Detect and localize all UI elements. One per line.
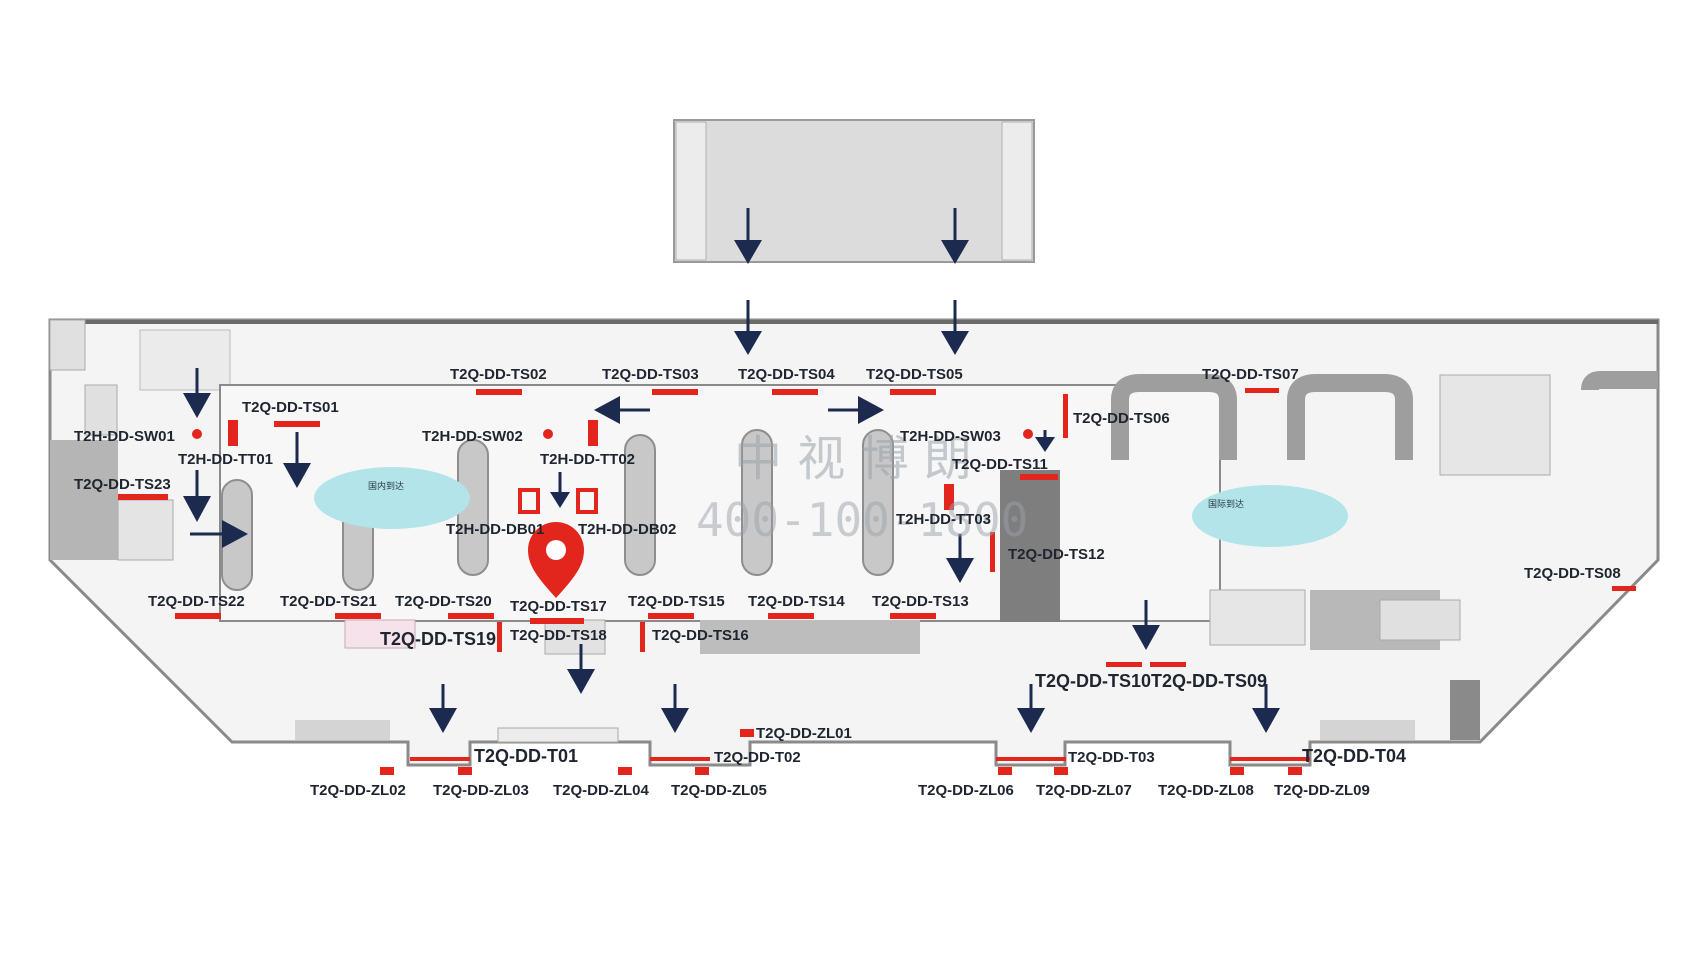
location-pin-icon xyxy=(528,522,584,598)
label-db02: T2H-DD-DB02 xyxy=(578,521,676,538)
domestic-arrival-label: 国内到达 xyxy=(368,480,404,492)
label-t03: T2Q-DD-T03 xyxy=(1068,749,1155,766)
label-ts05: T2Q-DD-TS05 xyxy=(866,366,963,383)
label-sw03: T2H-DD-SW03 xyxy=(900,428,1001,445)
label-ts17: T2Q-DD-TS17 xyxy=(510,598,607,615)
db-kiosks xyxy=(518,488,598,514)
label-ts19: T2Q-DD-TS19 xyxy=(380,629,496,649)
label-zl02: T2Q-DD-ZL02 xyxy=(310,782,406,799)
label-t04: T2Q-DD-T04 xyxy=(1302,746,1406,766)
label-t01: T2Q-DD-T01 xyxy=(474,746,578,766)
ad-placements xyxy=(118,388,1636,775)
international-arrival-zone xyxy=(1192,485,1348,547)
label-ts11: T2Q-DD-TS11 xyxy=(952,456,1048,473)
label-ts16: T2Q-DD-TS16 xyxy=(652,627,749,644)
label-ts10: T2Q-DD-TS10 xyxy=(1035,671,1151,691)
watermark-brand: 中 视 博 朗 xyxy=(734,431,972,487)
international-carousels xyxy=(1111,371,1658,460)
label-ts09: T2Q-DD-TS09 xyxy=(1151,671,1267,691)
label-zl06: T2Q-DD-ZL06 xyxy=(918,782,1014,799)
label-ts04: T2Q-DD-TS04 xyxy=(738,366,835,383)
international-arrival-label: 国际到达 xyxy=(1208,498,1244,510)
label-zl04: T2Q-DD-ZL04 xyxy=(553,782,649,799)
label-ts23: T2Q-DD-TS23 xyxy=(74,476,171,493)
label-ts21: T2Q-DD-TS21 xyxy=(280,593,377,610)
label-ts13: T2Q-DD-TS13 xyxy=(872,593,969,610)
label-zl05: T2Q-DD-ZL05 xyxy=(671,782,767,799)
label-zl01: T2Q-DD-ZL01 xyxy=(756,725,852,742)
sw-markers xyxy=(192,429,1033,439)
label-db01: T2H-DD-DB01 xyxy=(446,521,544,538)
label-t02: T2Q-DD-T02 xyxy=(714,749,801,766)
bottom-labels: T2Q-DD-ZL01 T2Q-DD-ZL02 T2Q-DD-ZL03 T2Q-… xyxy=(310,725,1370,799)
label-sw02: T2H-DD-SW02 xyxy=(422,428,523,445)
domestic-arrival-zone xyxy=(314,467,470,529)
upper-labels: T2Q-DD-TS02 T2Q-DD-TS03 T2Q-DD-TS04 T2Q-… xyxy=(74,366,1621,582)
label-ts01: T2Q-DD-TS01 xyxy=(242,399,339,416)
watermark-phone: 400-100-1800 xyxy=(696,493,1028,547)
label-ts06: T2Q-DD-TS06 xyxy=(1073,410,1170,427)
label-ts15: T2Q-DD-TS15 xyxy=(628,593,725,610)
label-tt01: T2H-DD-TT01 xyxy=(178,451,273,468)
label-ts14: T2Q-DD-TS14 xyxy=(748,593,845,610)
label-ts08: T2Q-DD-TS08 xyxy=(1524,565,1621,582)
flow-arrows xyxy=(183,208,1280,733)
label-tt03: T2H-DD-TT03 xyxy=(896,511,991,528)
label-ts18: T2Q-DD-TS18 xyxy=(510,627,607,644)
middle-labels: T2Q-DD-TS22 T2Q-DD-TS21 T2Q-DD-TS20 T2Q-… xyxy=(148,593,1267,691)
label-ts03: T2Q-DD-TS03 xyxy=(602,366,699,383)
label-ts12: T2Q-DD-TS12 xyxy=(1008,546,1105,563)
terminal-outline xyxy=(48,318,1660,767)
label-tt02: T2H-DD-TT02 xyxy=(540,451,635,468)
label-zl03: T2Q-DD-ZL03 xyxy=(433,782,529,799)
baggage-carousels xyxy=(221,429,894,591)
label-zl07: T2Q-DD-ZL07 xyxy=(1036,782,1132,799)
label-ts07: T2Q-DD-TS07 xyxy=(1202,366,1299,383)
label-ts02: T2Q-DD-TS02 xyxy=(450,366,547,383)
label-ts22: T2Q-DD-TS22 xyxy=(148,593,245,610)
gate-labels: T2Q-DD-T01 T2Q-DD-T02 T2Q-DD-T03 T2Q-DD-… xyxy=(474,746,1406,766)
label-zl09: T2Q-DD-ZL09 xyxy=(1274,782,1370,799)
arrival-hall-annex xyxy=(673,119,1035,263)
label-sw01: T2H-DD-SW01 xyxy=(74,428,175,445)
label-zl08: T2Q-DD-ZL08 xyxy=(1158,782,1254,799)
label-ts20: T2Q-DD-TS20 xyxy=(395,593,492,610)
